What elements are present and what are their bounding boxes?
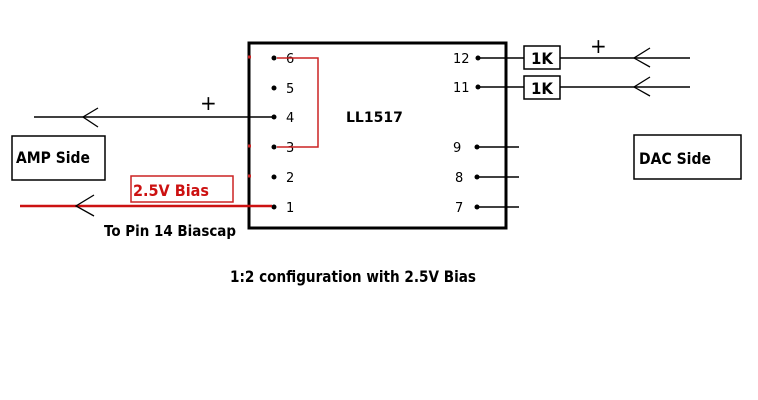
resistor-top-label: 1K xyxy=(531,49,554,68)
right-pins: 12 11 9 8 7 xyxy=(453,52,481,216)
pin-2-dot xyxy=(271,174,277,180)
resistor-bottom-label: 1K xyxy=(531,79,554,98)
pin-6-label: 6 xyxy=(286,52,294,67)
pin-5-label: 5 xyxy=(286,82,294,97)
pin-12-label: 12 xyxy=(453,52,470,67)
amp-side-box xyxy=(11,135,106,181)
pin-4-arrow xyxy=(81,107,99,128)
pin-9-label: 9 xyxy=(453,141,461,156)
transformer-body xyxy=(247,41,508,230)
dac-arrow-top xyxy=(632,47,651,68)
pin-8-label: 8 xyxy=(455,171,463,186)
to-pin-14-note: To Pin 14 Biascap xyxy=(104,222,236,240)
dac-side-label: DAC Side xyxy=(639,149,711,168)
pin-7-label: 7 xyxy=(455,201,463,216)
pin-1-label: 1 xyxy=(286,201,294,216)
left-pins: 6 5 4 3 2 1 xyxy=(271,52,294,216)
pin-6-3-strap xyxy=(277,57,319,148)
bias-box xyxy=(130,175,234,203)
pin-1-arrow xyxy=(74,194,95,217)
pin-4-label: 4 xyxy=(286,111,294,126)
amp-plus-sign: + xyxy=(200,91,217,115)
pin-5-dot xyxy=(271,85,277,91)
amp-side-label: AMP Side xyxy=(16,148,90,167)
pin-1-dot xyxy=(271,204,277,210)
pin-6-dot xyxy=(271,55,277,61)
diagram-caption: 1:2 configuration with 2.5V Bias xyxy=(230,267,476,286)
pin-3-label: 3 xyxy=(286,141,294,156)
dac-side-box xyxy=(633,134,742,180)
dac-arrow-bottom xyxy=(632,76,651,97)
transformer-label: LL1517 xyxy=(346,110,403,126)
pin-4-dot xyxy=(271,114,277,120)
bias-box-label: 2.5V Bias xyxy=(133,181,209,200)
dac-plus-sign: + xyxy=(590,34,607,58)
pin-11-label: 11 xyxy=(453,81,470,96)
pin-2-label: 2 xyxy=(286,171,294,186)
pin-3-dot xyxy=(271,144,277,150)
